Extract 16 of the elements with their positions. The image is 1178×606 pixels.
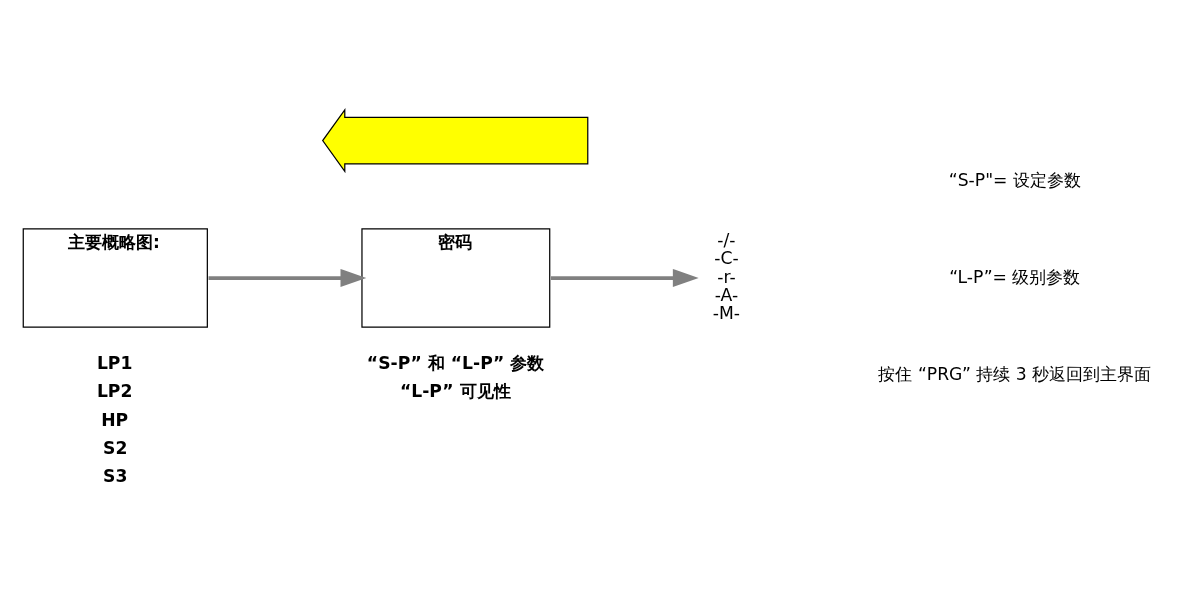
node-label: S3 (103, 465, 128, 486)
node-label: “L-P” 可见性 (400, 380, 511, 401)
node-text: -/- -C- -r- -A- -M- (712, 229, 741, 323)
node-label: S2 (103, 437, 128, 458)
label: “S-P"= 设定参数 (948, 169, 1081, 190)
node-label: LP1 (96, 352, 133, 373)
node-box: 密码 (361, 227, 551, 328)
node-arrow (321, 107, 589, 173)
arrow (550, 268, 699, 287)
label: 按住 “PRG” 持续 3 秒返回到主界面 (878, 363, 1152, 384)
node-label: “S-P” 和 “L-P” 参数 (366, 352, 545, 373)
node-label: LP2 (96, 380, 133, 401)
arrow (208, 268, 367, 287)
label: “L-P”= 级别参数 (949, 266, 1081, 287)
node-box: 主要概略图: (22, 227, 208, 328)
node-label: HP (101, 409, 129, 430)
